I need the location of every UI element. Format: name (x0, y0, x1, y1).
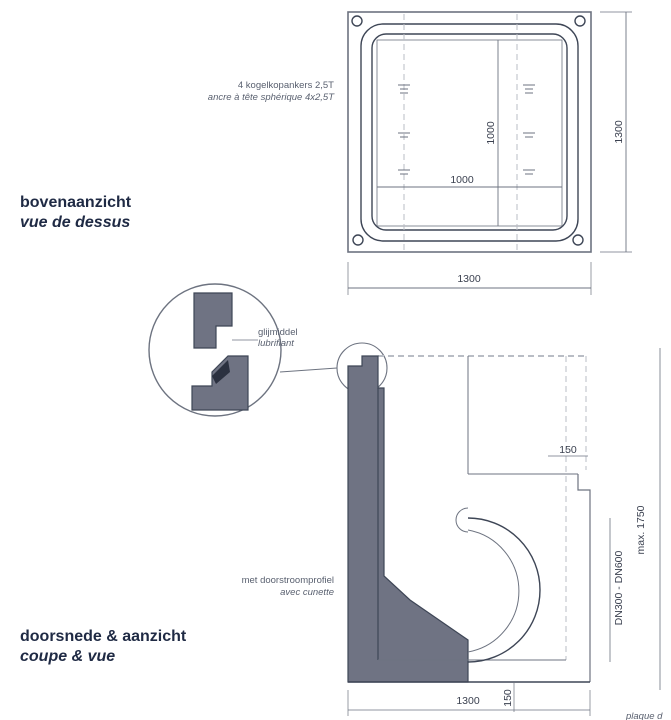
section-view-title-nl: doorsnede & aanzicht (20, 628, 187, 645)
dim-inner-height: 1000 (485, 121, 497, 145)
dim-outer-height: 1300 (613, 120, 625, 144)
dim-pipe: DN300 - DN600 (613, 550, 625, 625)
inner-ring (371, 33, 568, 231)
anchors-label-fr: ancre à tête sphérique 4x2,5T (208, 92, 335, 103)
anchor-icon (574, 15, 586, 27)
dim-height: max. 1750 (635, 505, 647, 554)
wall-section (347, 355, 469, 683)
cunette-curve (467, 517, 541, 663)
section-view-drawing: 150 DN300 - DN600 max. 1750 1300 150 pla… (347, 348, 663, 720)
joint-detail: glijmiddel lubrifiant (148, 283, 388, 417)
inner-opening (376, 39, 563, 227)
outer-ring (360, 23, 579, 242)
top-view-title-fr: vue de dessus (20, 214, 130, 231)
top-view-title-nl: bovenaanzicht (20, 194, 132, 211)
dim-inner-width: 1000 (450, 174, 474, 186)
anchor-icon (572, 234, 584, 246)
dim-outer-width: 1300 (457, 273, 481, 285)
profile-label-fr: avec cunette (280, 587, 334, 598)
section-view-title-fr: coupe & vue (20, 648, 115, 665)
lubricant-label-fr: lubrifiant (258, 338, 294, 349)
anchors-label-nl: 4 kogelkopankers 2,5T (238, 80, 334, 91)
dim-width: 1300 (456, 695, 480, 707)
profile-label-nl: met doorstroomprofiel (242, 575, 334, 586)
anchor-icon (351, 15, 363, 27)
dim-step: 150 (559, 444, 577, 456)
outer-frame (347, 11, 592, 253)
anchor-icon (352, 234, 364, 246)
lubricant-label-nl: glijmiddel (258, 327, 298, 338)
cut-note: plaque d (625, 711, 663, 720)
top-view-drawing: 1000 1000 1300 1300 (347, 11, 632, 295)
dim-floor: 150 (502, 689, 514, 707)
